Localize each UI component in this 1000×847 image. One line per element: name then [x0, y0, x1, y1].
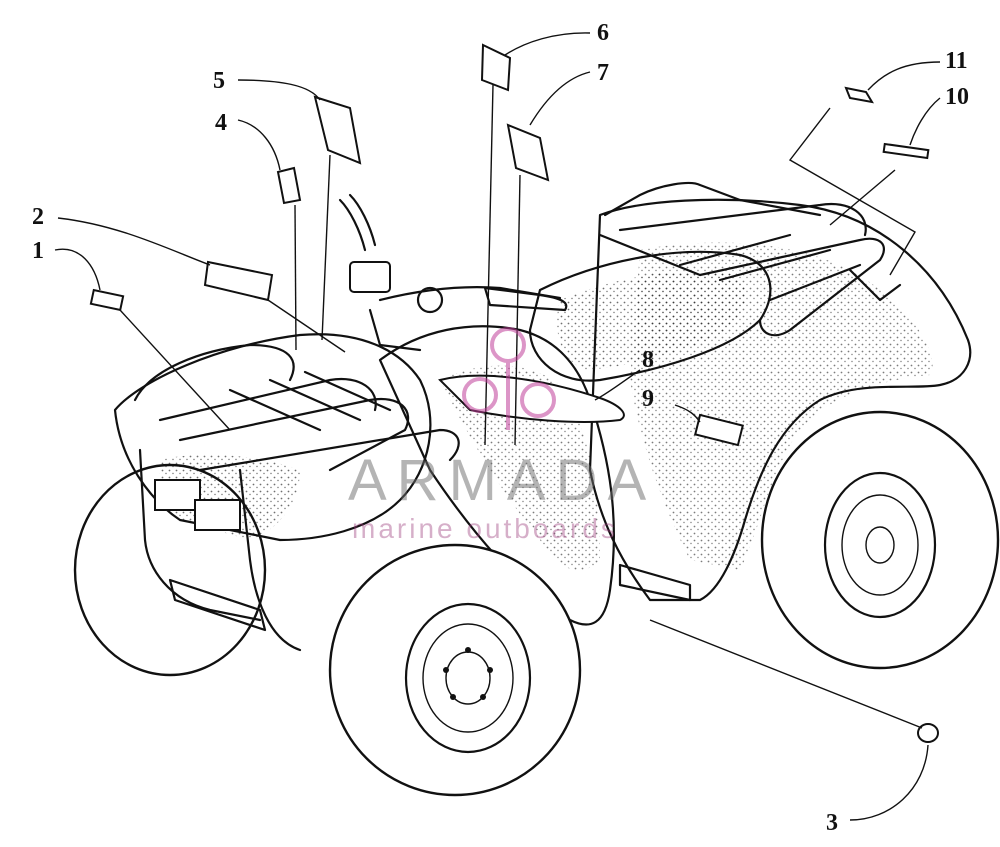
rear-rack — [598, 181, 902, 337]
callout-8: 8 — [642, 347, 654, 373]
decal-11 — [844, 86, 874, 104]
decal-4 — [276, 166, 302, 205]
rear-fender — [588, 198, 972, 602]
callout-4: 4 — [215, 110, 227, 136]
watermark-tagline: marine outboards — [352, 513, 618, 544]
front-tire — [328, 543, 582, 797]
watermark-brand: ARMADA — [348, 448, 656, 513]
decal-2: 454 — [203, 260, 274, 302]
callout-9: 9 — [642, 386, 654, 412]
decal-10 — [882, 142, 930, 160]
seat-texture — [557, 271, 746, 370]
leader-lines — [54, 32, 941, 821]
front-bumper — [138, 448, 302, 652]
rear-tire — [760, 410, 1000, 670]
headlight-pod — [349, 261, 391, 293]
callout-10: 10 — [945, 84, 969, 110]
callout-7: 7 — [597, 60, 609, 86]
callouts: 1 2 3 4 5 6 7 8 9 10 11 — [32, 20, 969, 836]
decal-5 — [313, 95, 362, 165]
callout-2: 2 — [32, 204, 44, 230]
callout-3: 3 — [826, 810, 838, 836]
handlebar — [338, 193, 568, 352]
decal-6 — [480, 43, 512, 92]
left-headlight — [154, 479, 201, 511]
watermark-logo-icon — [462, 327, 556, 430]
atv-illustration: 454 454 — [32, 20, 1000, 836]
callout-6: 6 — [597, 20, 609, 46]
decal-2-text: 454 — [221, 273, 251, 295]
decal-9 — [694, 413, 744, 447]
decal-1 — [89, 288, 125, 312]
callout-5: 5 — [213, 68, 225, 94]
callout-1: 1 — [32, 238, 44, 264]
decal-7 — [506, 123, 550, 182]
watermark: ARMADA marine outboards — [348, 327, 656, 544]
front-rack — [133, 343, 460, 472]
footrest — [618, 563, 692, 602]
decal-3 — [917, 723, 939, 743]
callout-11: 11 — [945, 48, 968, 74]
right-headlight — [194, 499, 241, 531]
